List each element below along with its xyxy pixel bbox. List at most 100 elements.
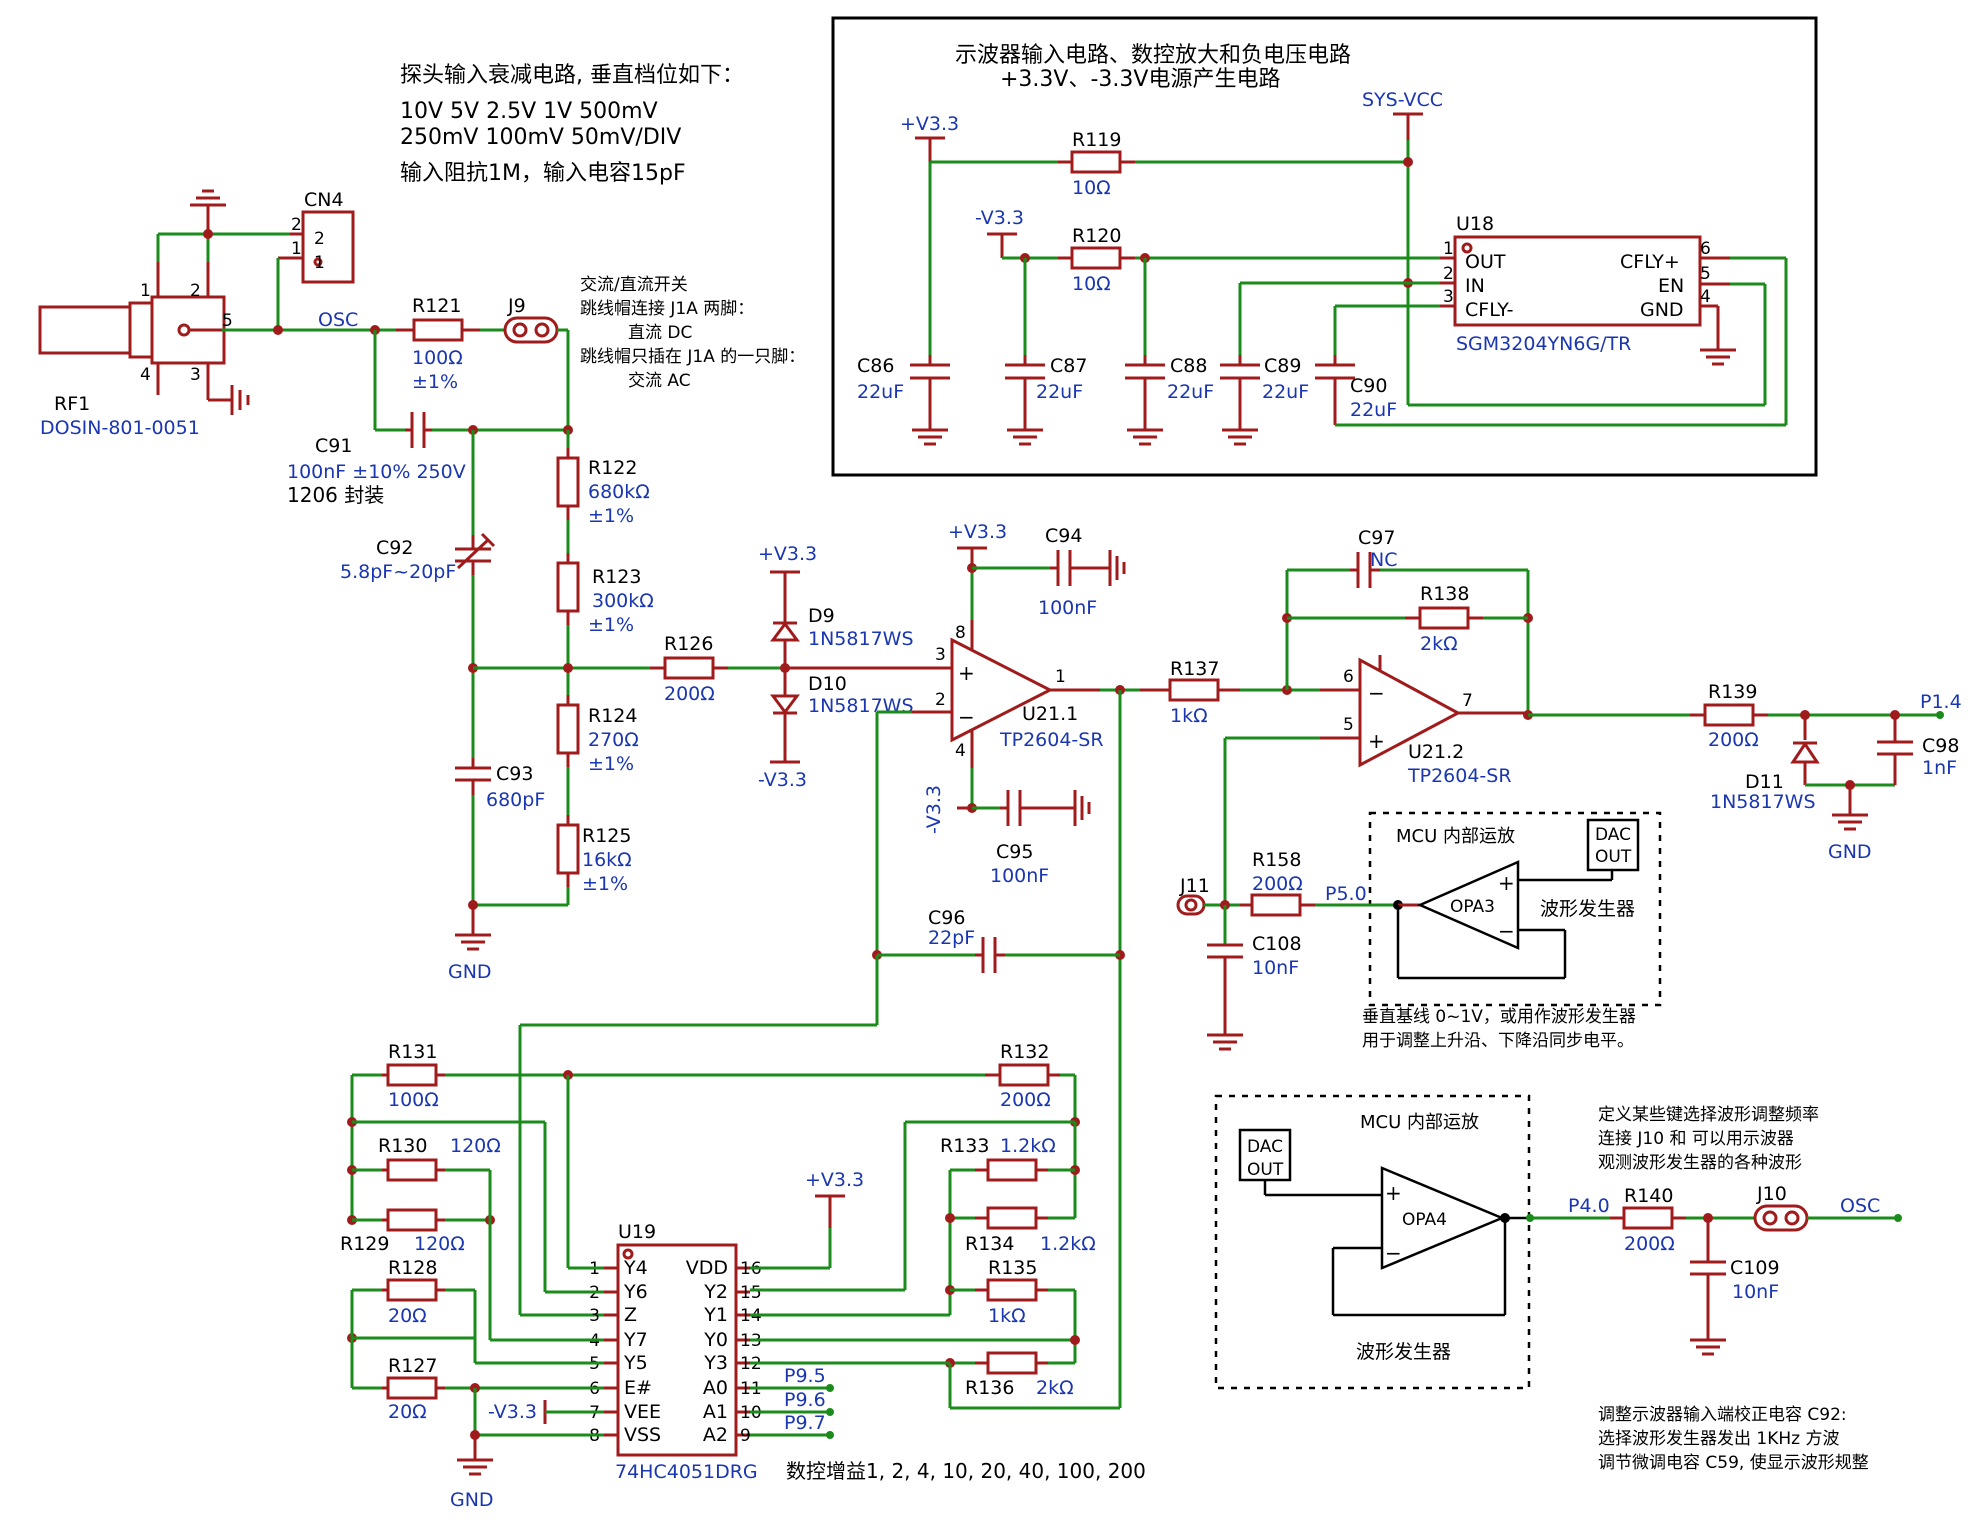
u211-pin1: 1 bbox=[1055, 667, 1066, 687]
c98-ref: C98 bbox=[1922, 735, 1959, 757]
r124-ref: R124 bbox=[588, 705, 637, 727]
u18-pin2: 2 bbox=[1443, 264, 1454, 284]
u18-value: SGM3204YN6G/TR bbox=[1456, 333, 1631, 355]
power-title-line2: +3.3V、-3.3V电源产生电路 bbox=[1000, 67, 1280, 92]
u212-pin6: 6 bbox=[1343, 667, 1354, 687]
u19-value: 74HC4051DRG bbox=[615, 1461, 758, 1483]
u211-pin3: 3 bbox=[935, 645, 946, 665]
r126-ref: R126 bbox=[664, 633, 713, 655]
c90-value: 22uF bbox=[1350, 399, 1397, 421]
output-amplifier: R137 1kΩ C97 NC R138 2kΩ − + 6 5 7 U21.2… bbox=[1140, 527, 1962, 905]
resistor-r119 bbox=[1070, 150, 1122, 174]
c92-ref: C92 bbox=[376, 537, 413, 559]
u212-value: TP2604-SR bbox=[1407, 765, 1512, 787]
u19-left-pin-name: Y7 bbox=[623, 1329, 648, 1351]
net-label-p97: P9.7 bbox=[784, 1412, 826, 1434]
d10-value: 1N5817WS bbox=[808, 695, 914, 717]
opa3-function: 波形发生器 bbox=[1540, 898, 1635, 920]
u19-left-pin-name: Z bbox=[624, 1304, 637, 1326]
rf1-pin1: 1 bbox=[140, 281, 151, 301]
acdc-note-4: 跳线帽只插在 J1A 的一只脚： bbox=[580, 347, 805, 367]
r140-value: 200Ω bbox=[1624, 1233, 1675, 1255]
u18-pin-en: EN bbox=[1658, 275, 1684, 297]
u18-pin-gnd: GND bbox=[1640, 299, 1684, 321]
c96-ref: C96 bbox=[928, 907, 965, 929]
u211-plus-sign: + bbox=[958, 661, 975, 685]
u19-left-pin-name: Y5 bbox=[623, 1352, 648, 1374]
cn4-inner-pin1: 1 bbox=[314, 253, 325, 273]
u19-right-pin-name: Y2 bbox=[703, 1281, 728, 1303]
opa4-box-title: MCU 内部运放 bbox=[1360, 1112, 1479, 1133]
acdc-note-5: 交流 AC bbox=[628, 371, 691, 391]
resistor-r122 bbox=[556, 456, 580, 508]
net-label-nv33-top: -V3.3 bbox=[975, 207, 1024, 229]
r122-ref: R122 bbox=[588, 457, 637, 479]
u18-pin4: 4 bbox=[1700, 287, 1711, 307]
u19-left-pin-name: VEE bbox=[624, 1401, 661, 1423]
c95-value: 100nF bbox=[990, 865, 1049, 887]
rf1-pin5: 5 bbox=[222, 311, 233, 331]
net-label-nv33-d10: -V3.3 bbox=[758, 769, 807, 791]
r138-ref: R138 bbox=[1420, 583, 1469, 605]
r127-value: 20Ω bbox=[388, 1401, 427, 1423]
opa4-function: 波形发生器 bbox=[1356, 1341, 1451, 1363]
r137-value: 1kΩ bbox=[1170, 705, 1208, 727]
c95-ref: C95 bbox=[996, 841, 1033, 863]
opa3-dac-line1: DAC bbox=[1595, 825, 1631, 845]
u19-left-pin-number: 3 bbox=[589, 1306, 600, 1326]
r123-ref: R123 bbox=[592, 566, 641, 588]
u18-pin-cflyn: CFLY- bbox=[1465, 299, 1513, 321]
r134-value: 1.2kΩ bbox=[1040, 1233, 1096, 1255]
probe-ranges-line2: 250mV 100mV 50mV/DIV bbox=[400, 125, 681, 150]
u18-pin1: 1 bbox=[1443, 239, 1454, 259]
u18-pin6: 6 bbox=[1700, 239, 1711, 259]
connector-rf1-body bbox=[38, 305, 132, 355]
net-label-nv33-u21: -V3.3 bbox=[923, 785, 945, 834]
resistor-r137 bbox=[1168, 678, 1220, 702]
r129-value: 120Ω bbox=[414, 1233, 465, 1255]
r129-ref: R129 bbox=[340, 1233, 389, 1255]
u19-right-pin-name: VDD bbox=[686, 1257, 728, 1279]
c90-ref: C90 bbox=[1350, 375, 1387, 397]
r126-value: 200Ω bbox=[664, 683, 715, 705]
resistor-r133 bbox=[986, 1158, 1038, 1182]
net-label-p14: P1.4 bbox=[1920, 691, 1962, 713]
r135-ref: R135 bbox=[988, 1257, 1037, 1279]
r122-value: 680kΩ bbox=[588, 481, 650, 503]
r139-value: 200Ω bbox=[1708, 729, 1759, 751]
net-label-p96: P9.6 bbox=[784, 1389, 826, 1411]
d9-ref: D9 bbox=[808, 605, 835, 627]
r122-tolerance: ±1% bbox=[588, 505, 634, 527]
opa3-minus-sign: − bbox=[1498, 919, 1515, 943]
resistor-r131 bbox=[386, 1063, 438, 1087]
net-label-p40: P4.0 bbox=[1568, 1195, 1610, 1217]
rf1-pin3: 3 bbox=[190, 365, 201, 385]
resistor-r120 bbox=[1070, 246, 1122, 270]
r125-tolerance: ±1% bbox=[582, 873, 628, 895]
opa4-dashed-box bbox=[1214, 1094, 1531, 1390]
r138-value: 2kΩ bbox=[1420, 633, 1458, 655]
acdc-note-3: 直流 DC bbox=[628, 323, 692, 343]
c87-value: 22uF bbox=[1036, 381, 1083, 403]
opa3-plus-sign: + bbox=[1498, 871, 1515, 895]
r130-ref: R130 bbox=[378, 1135, 427, 1157]
u212-pin5: 5 bbox=[1343, 715, 1354, 735]
c94-value: 100nF bbox=[1038, 597, 1097, 619]
resistor-r138 bbox=[1418, 606, 1470, 630]
cn4-ref: CN4 bbox=[304, 189, 344, 211]
u18-pin5: 5 bbox=[1700, 264, 1711, 284]
probe-ranges-line1: 10V 5V 2.5V 1V 500mV bbox=[400, 99, 658, 124]
opa3-dac-line2: OUT bbox=[1595, 847, 1632, 867]
u19-left-pin-name: Y4 bbox=[623, 1257, 648, 1279]
r128-ref: R128 bbox=[388, 1257, 437, 1279]
u18-pin-in: IN bbox=[1465, 275, 1485, 297]
resistor-r134 bbox=[986, 1206, 1038, 1230]
digital-gain-mux: U19 74HC4051DRG 数控增益1, 2, 4, 10, 20, 40,… bbox=[340, 1041, 1146, 1511]
u212-ref: U21.2 bbox=[1408, 741, 1464, 763]
freq-note-2: 连接 J10 和 可以用示波器 bbox=[1598, 1129, 1794, 1149]
c93-value: 680pF bbox=[486, 789, 545, 811]
r140-ref: R140 bbox=[1624, 1185, 1673, 1207]
c97-ref: C97 bbox=[1358, 527, 1395, 549]
input-buffer-amplifier: R126 200Ω +V3.3 D9 1N5817WS -V3.3 D10 1N… bbox=[518, 521, 1140, 1408]
r158-value: 200Ω bbox=[1252, 873, 1303, 895]
